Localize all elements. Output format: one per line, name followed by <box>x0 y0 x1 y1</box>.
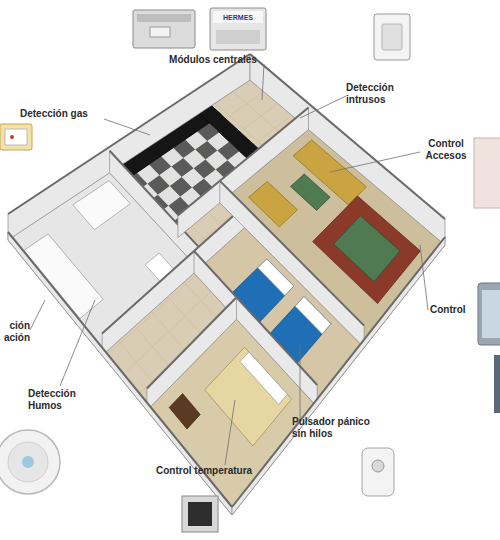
wall-top <box>232 237 445 507</box>
wall <box>147 297 237 410</box>
wall <box>232 237 445 515</box>
callout-label: Detección gas <box>20 108 120 120</box>
wall-top <box>194 251 317 385</box>
callout-label: Detección Humos <box>28 388 88 412</box>
bedroom-floor <box>147 319 317 515</box>
callout-label: Control Accesos <box>418 138 474 162</box>
thermostat <box>182 496 218 532</box>
callout-label: Detección intrusos <box>346 82 408 106</box>
nightstand <box>169 394 200 429</box>
intruder-detector <box>374 14 410 60</box>
gas-detector <box>0 124 32 150</box>
coffee-table <box>291 174 331 210</box>
dining-table <box>334 216 400 282</box>
control-screen <box>478 283 500 413</box>
wall <box>8 54 250 240</box>
callout-label: HERMES <box>212 13 264 22</box>
access-panel <box>474 138 500 208</box>
floor-plan <box>8 54 445 515</box>
wall-top <box>110 151 199 247</box>
central-modules <box>133 8 266 50</box>
leader-lines <box>30 64 428 465</box>
callout-label: ción ación <box>0 320 30 344</box>
callout-label: Control temperatura <box>156 465 280 477</box>
smoke-detector <box>0 430 60 494</box>
wall-top <box>178 108 309 216</box>
callout-label: Control <box>430 304 480 316</box>
wall-top <box>147 297 237 388</box>
callout-label: Pulsador pánico sin hilos <box>292 416 384 440</box>
panic-button <box>362 448 394 496</box>
floor <box>8 80 445 515</box>
callout-label: Módulos centrales <box>160 54 266 66</box>
